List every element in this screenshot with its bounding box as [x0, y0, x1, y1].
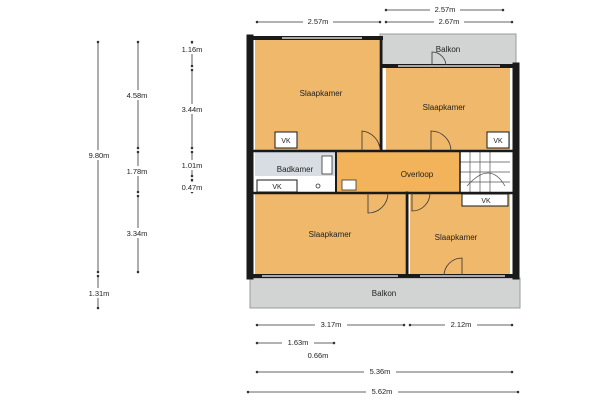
dim-upper-room-height: 3.44m [182, 105, 203, 114]
vk-top-left-label: VK [281, 138, 291, 145]
dim-mid-height: 1.78m [127, 167, 148, 176]
dim-bath-width: 1.63m [288, 338, 309, 347]
vk-top-right-box [486, 131, 510, 149]
balcony-bottom [249, 277, 521, 309]
bathroom-label: Badkamer [277, 165, 314, 174]
bath-fixtures [315, 155, 357, 191]
bedroom-top-left-label: Slaapkamer [300, 89, 343, 98]
balcony-top [379, 33, 517, 67]
bedroom-bottom-left-label: Slaapkamer [309, 230, 352, 239]
vk-mid-left-label: VK [272, 184, 282, 191]
balcony-top-label: Balkon [436, 45, 460, 54]
vk-top-right-label: VK [493, 138, 503, 145]
door-swings [361, 51, 463, 277]
dim-upper-height: 4.58m [127, 91, 148, 100]
bedroom-bottom-right-area [410, 194, 510, 274]
dim-top-left-width: 2.57m [308, 17, 329, 26]
bedroom-top-right-label: Slaapkamer [423, 103, 466, 112]
dim-balcony-depth: 1.16m [182, 45, 203, 54]
bedroom-bottom-right-label: Slaapkamer [435, 233, 478, 242]
dim-overall-height: 9.80m [89, 151, 110, 160]
dim-landing-height: 1.01m [182, 161, 203, 170]
dim-corridor-gap: 0.47m [182, 183, 203, 192]
windows [262, 37, 505, 277]
dim-bottom-left-width: 3.17m [321, 320, 342, 329]
dimension-labels: 2.57m 2.57m 2.67m 9.80m 1.31m 4.58m 1.78… [84, 4, 477, 396]
landing-label: Overloop [401, 170, 434, 179]
dim-top-right-width: 2.67m [439, 17, 460, 26]
dim-small-width: 0.66m [308, 351, 329, 360]
stairs [460, 152, 510, 192]
dim-lower-balcony-depth: 1.31m [89, 289, 110, 298]
landing-area [336, 152, 460, 192]
dim-top-balcony-width: 2.57m [435, 5, 456, 14]
balcony-bottom-label: Balkon [372, 289, 396, 298]
dim-inner-width: 5.36m [370, 367, 391, 376]
vk-top-left-box [274, 131, 298, 149]
dim-overall-width: 5.62m [372, 387, 393, 396]
bedroom-bottom-left-area [255, 194, 405, 274]
dim-lower-height: 3.34m [127, 229, 148, 238]
dim-bottom-right-width: 2.12m [451, 320, 472, 329]
vk-mid-right-label: VK [481, 198, 491, 205]
